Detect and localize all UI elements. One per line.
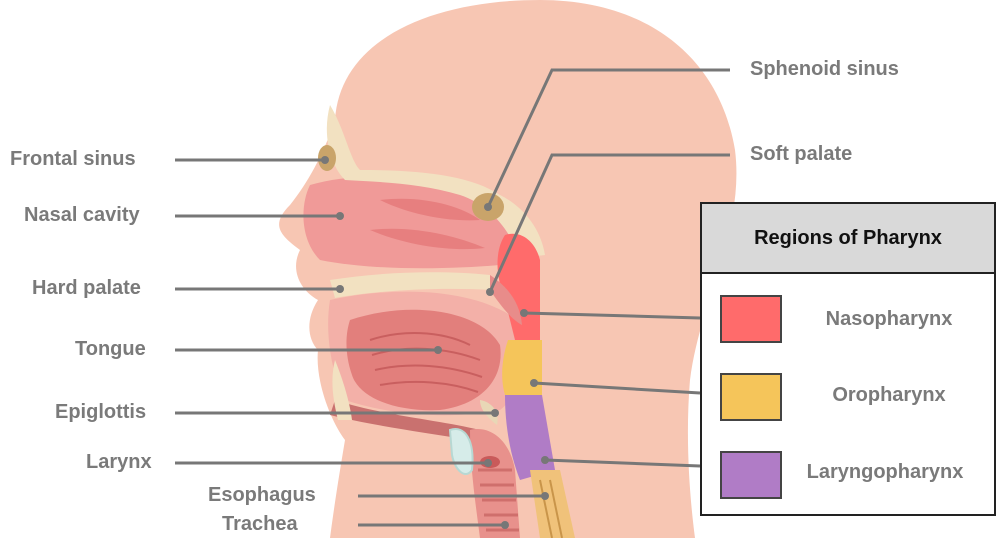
label-nasal-cavity: Nasal cavity	[24, 204, 140, 227]
legend-box: Regions of Pharynx Nasopharynx Oropharyn…	[700, 202, 996, 516]
label-soft-palate: Soft palate	[750, 143, 852, 166]
label-frontal-sinus: Frontal sinus	[10, 148, 136, 171]
label-epiglottis: Epiglottis	[55, 401, 146, 424]
label-tongue: Tongue	[75, 338, 146, 361]
legend-label-laryngopharynx: Laryngopharynx	[780, 461, 990, 484]
legend-label-oropharynx: Oropharynx	[794, 384, 984, 407]
label-sphenoid-sinus: Sphenoid sinus	[750, 58, 899, 81]
legend-swatch-nasopharynx	[720, 295, 782, 343]
legend-title: Regions of Pharynx	[702, 204, 994, 274]
legend-swatch-oropharynx	[720, 373, 782, 421]
label-larynx: Larynx	[86, 451, 152, 474]
label-hard-palate: Hard palate	[32, 277, 141, 300]
oropharynx-region	[502, 340, 542, 395]
legend-label-nasopharynx: Nasopharynx	[794, 308, 984, 331]
label-trachea: Trachea	[222, 513, 298, 536]
legend-swatch-laryngopharynx	[720, 451, 782, 499]
label-esophagus: Esophagus	[208, 484, 316, 507]
